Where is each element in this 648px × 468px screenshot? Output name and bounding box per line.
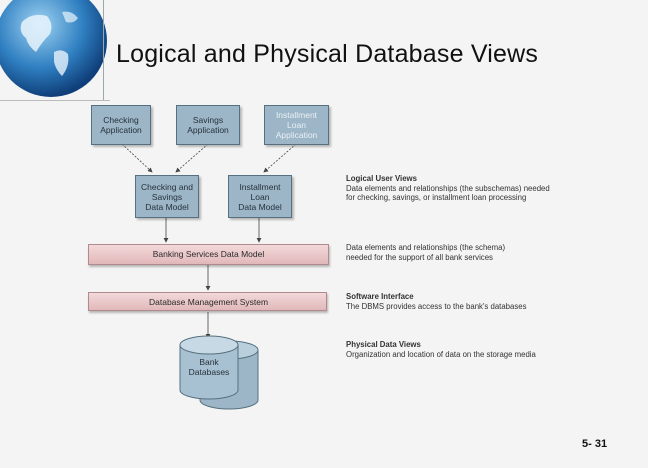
logical-user-views-heading: Logical User Views [346,174,417,183]
slide-title: Logical and Physical Database Views [116,40,539,68]
logical-user-views-text: Data elements and relationships (the sub… [346,183,550,203]
dbms-bar: Database Management System [88,292,327,311]
savings-application-box: Savings Application [176,105,240,145]
schema-text: Data elements and relationships (the sch… [346,243,506,262]
checking-application-box: Checking Application [91,105,151,145]
page-number: 5- 31 [582,438,608,450]
software-interface-text: The DBMS provides access to the bank's d… [346,301,527,311]
installment-loan-application-box: Installment Loan Application [264,105,329,145]
title-divider-vertical [103,0,104,100]
installment-loan-data-model-box: Installment Loan Data Model [228,175,292,218]
software-interface-heading: Software Interface [346,292,414,301]
banking-services-data-model-bar: Banking Services Data Model [88,244,329,265]
bank-databases-label: Bank Databases [188,357,230,377]
database-cylinders [179,335,259,410]
physical-data-views-note: Physical Data Views Organization and loc… [346,340,536,359]
title-divider-horizontal [0,100,110,101]
software-interface-note: Software Interface The DBMS provides acc… [346,292,526,311]
physical-data-views-heading: Physical Data Views [346,340,421,349]
globe-logo [0,0,107,97]
physical-data-views-text: Organization and location of data on the… [346,349,536,359]
checking-savings-data-model-box: Checking and Savings Data Model [135,175,199,218]
logical-user-views-note: Logical User Views Data elements and rel… [346,174,550,203]
schema-note: Data elements and relationships (the sch… [346,243,505,262]
